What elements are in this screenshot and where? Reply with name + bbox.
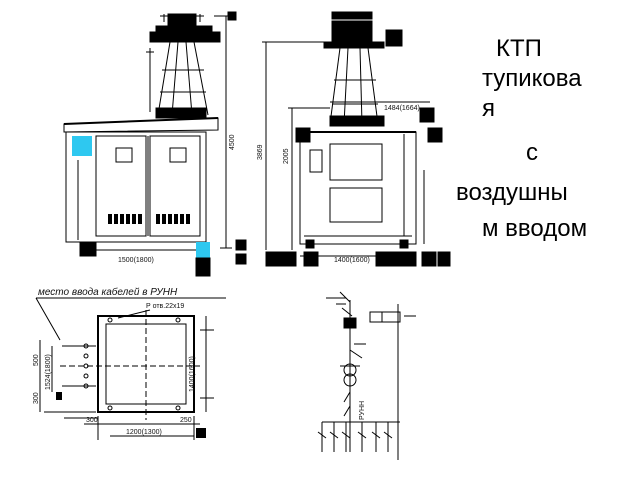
side-width-dim: 1400(1600) (334, 257, 370, 264)
plan-caption: место ввода кабелей в РУНН (38, 286, 178, 298)
front-view (63, 11, 247, 277)
plan-view (35, 297, 226, 440)
title-line-5: воздушны (456, 179, 568, 206)
title-line-4: с (526, 139, 538, 166)
front-insulators (167, 13, 197, 27)
plan-hole-note: Р отв.22х19 (146, 303, 184, 310)
plan-left-dim-1: 500 (33, 354, 40, 366)
plan-left-dim-2: 1524(1800) (45, 354, 52, 390)
title-line-1: КТП (496, 35, 542, 62)
title-line-3: я (482, 95, 495, 122)
side-height-outer-dim: 3869 (257, 144, 264, 160)
title-line-6: м вводом (482, 215, 588, 242)
front-width-dim: 1500(1800) (118, 257, 154, 264)
plan-bottom-dim: 1200(1300) (126, 429, 162, 436)
schematic (317, 291, 416, 460)
side-view (262, 11, 451, 267)
plan-bottom-small-dim-1: 300 (86, 417, 98, 424)
plan-left-dim-3: 300 (33, 392, 40, 404)
title-line-2: тупикова (482, 65, 582, 92)
side-height-inner-dim: 2005 (283, 148, 290, 164)
front-body (65, 131, 207, 243)
schematic-label: РУНН (359, 401, 366, 420)
front-height-dim: 4500 (229, 134, 236, 150)
plan-side-dim: 1400(1600) (189, 356, 196, 392)
side-top-dim: 1484(1664) (384, 105, 420, 112)
plan-bottom-small-dim-2: 250 (180, 417, 192, 424)
